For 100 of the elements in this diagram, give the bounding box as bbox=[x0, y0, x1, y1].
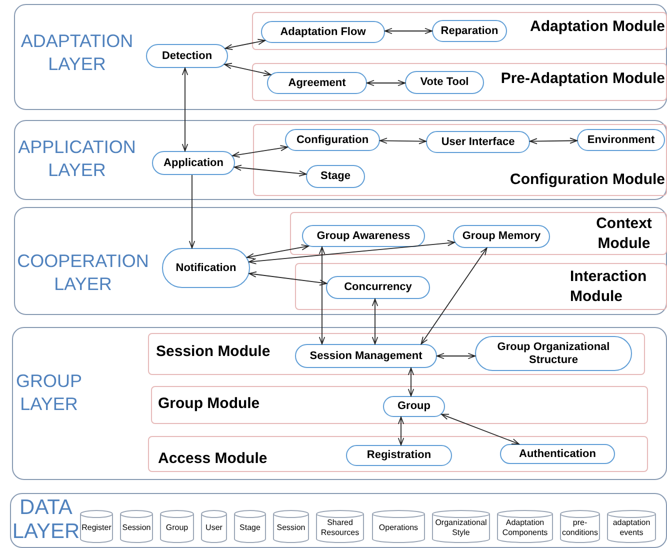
node-label: Session bbox=[276, 522, 306, 533]
node-label: Group bbox=[396, 400, 432, 413]
module-panel bbox=[151, 386, 648, 424]
database-cylinder bbox=[160, 510, 194, 543]
connector-arrow bbox=[232, 145, 288, 158]
process-pill bbox=[346, 445, 452, 466]
node-label: Group Awareness bbox=[316, 230, 412, 242]
node-label: Adaptation Components bbox=[501, 517, 549, 538]
connector-arrow bbox=[398, 416, 404, 446]
layer-title: ADAPTATION LAYER bbox=[20, 30, 134, 75]
database-cylinder bbox=[201, 510, 227, 543]
node-label: Authentication bbox=[518, 448, 597, 460]
process-pill bbox=[500, 444, 615, 464]
database-cylinder bbox=[560, 510, 600, 543]
process-pill bbox=[285, 129, 380, 151]
module-panel bbox=[148, 436, 648, 472]
node-label: Registration bbox=[366, 449, 432, 462]
node-label: Vote Tool bbox=[419, 76, 470, 89]
connector-arrow bbox=[224, 62, 272, 76]
module-panel bbox=[290, 212, 667, 255]
database-cylinder bbox=[234, 510, 266, 543]
process-pill bbox=[267, 72, 367, 94]
module-title: Interaction Module bbox=[570, 267, 648, 306]
connector-arrow bbox=[234, 164, 307, 177]
connector-arrow bbox=[530, 138, 578, 144]
node-label: Operations bbox=[378, 522, 418, 533]
connector-arrow bbox=[384, 28, 432, 34]
layer-panel bbox=[10, 493, 667, 548]
connector-arrow bbox=[224, 38, 266, 50]
connector-arrow bbox=[246, 244, 309, 260]
module-panel bbox=[148, 333, 645, 375]
layer-panel bbox=[12, 327, 667, 480]
node-label: Adaptation Flow bbox=[279, 26, 367, 38]
process-pill bbox=[146, 44, 228, 68]
connector-arrow bbox=[420, 248, 488, 344]
module-title: Group Module bbox=[158, 394, 261, 414]
process-pill bbox=[453, 225, 550, 248]
node-label: Register bbox=[82, 522, 112, 533]
process-pill bbox=[326, 276, 430, 299]
process-pill bbox=[302, 225, 425, 247]
database-cylinder bbox=[80, 510, 113, 543]
process-pill bbox=[162, 248, 250, 288]
connector-arrow bbox=[408, 368, 414, 396]
database-cylinder bbox=[120, 510, 153, 543]
process-pill bbox=[405, 71, 484, 94]
process-pill bbox=[295, 344, 437, 368]
node-label: User bbox=[206, 522, 222, 533]
module-panel bbox=[252, 63, 667, 101]
connector-arrow bbox=[188, 174, 196, 248]
layer-title: GROUP LAYER bbox=[14, 370, 83, 415]
process-pill bbox=[432, 20, 507, 42]
module-title: Pre-Adaptation Module bbox=[500, 69, 665, 88]
process-pill bbox=[475, 336, 632, 371]
node-label: Notification bbox=[174, 262, 238, 274]
node-label: Environment bbox=[586, 134, 656, 146]
database-cylinder bbox=[316, 510, 364, 543]
module-panel bbox=[252, 12, 667, 50]
module-title: Context Module bbox=[595, 214, 653, 253]
connector-arrow bbox=[380, 138, 426, 144]
node-label: pre-conditions bbox=[560, 517, 600, 538]
layer-panel bbox=[14, 120, 667, 200]
process-pill bbox=[426, 131, 530, 153]
node-label: Application bbox=[162, 156, 224, 170]
layer-title: DATA LAYER bbox=[12, 496, 80, 544]
node-label: adaptation events bbox=[612, 517, 652, 538]
database-cylinder bbox=[372, 510, 425, 543]
module-title: Session Module bbox=[156, 342, 272, 362]
connector-arrow bbox=[366, 80, 406, 86]
node-label: Stage bbox=[240, 522, 260, 533]
connector-arrow bbox=[182, 68, 188, 152]
node-label: Group bbox=[166, 522, 188, 533]
database-cylinder bbox=[497, 510, 553, 543]
layer-panel bbox=[14, 207, 667, 315]
node-label: Group Memory bbox=[461, 230, 542, 243]
process-pill bbox=[152, 151, 235, 175]
node-label: Session bbox=[122, 522, 151, 533]
node-label: Stage bbox=[320, 170, 352, 183]
node-label: Organizational Style bbox=[434, 517, 488, 538]
connector-arrow bbox=[248, 271, 328, 286]
node-label: Reparation bbox=[440, 24, 500, 38]
node-label: Concurrency bbox=[343, 281, 413, 294]
process-pill bbox=[577, 129, 665, 151]
database-cylinder bbox=[607, 510, 656, 543]
node-label: User Interface bbox=[440, 136, 516, 148]
node-label: Detection bbox=[160, 50, 214, 62]
module-title: Adaptation Module bbox=[529, 17, 665, 36]
connector-arrow bbox=[318, 246, 326, 344]
module-panel bbox=[253, 124, 667, 196]
module-title: Access Module bbox=[158, 449, 268, 468]
process-pill bbox=[383, 396, 445, 417]
database-cylinder bbox=[432, 510, 490, 543]
connector-arrow bbox=[441, 414, 520, 444]
node-label: Group Organizational Structure bbox=[496, 340, 611, 366]
process-pill bbox=[306, 165, 365, 188]
connector-arrow bbox=[248, 240, 456, 264]
connector-arrow bbox=[372, 298, 378, 344]
process-pill bbox=[261, 21, 385, 43]
database-cylinder bbox=[273, 510, 309, 543]
node-label: Agreement bbox=[287, 76, 347, 90]
layer-panel bbox=[14, 4, 667, 110]
